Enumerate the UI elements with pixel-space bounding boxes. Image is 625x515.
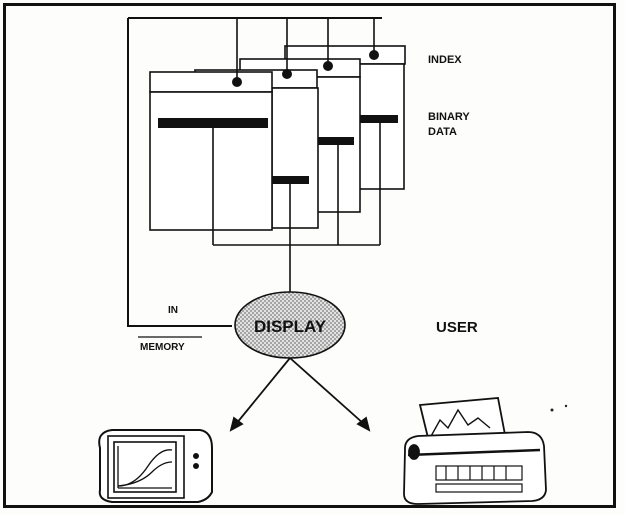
data-page-2: [272, 88, 318, 228]
index-label: INDEX: [428, 54, 462, 66]
page-stack: [150, 46, 405, 230]
in-label: IN: [168, 305, 178, 316]
data-bar-1: [158, 118, 268, 128]
output-arrows: [231, 358, 369, 430]
memory-label: MEMORY: [140, 342, 185, 353]
binary-label: BINARY: [428, 111, 470, 123]
data-bar-4: [360, 115, 398, 123]
printer-icon: [404, 398, 546, 504]
scan-specks: [551, 405, 568, 412]
monitor-icon: [99, 430, 212, 502]
data-bar-3: [316, 137, 354, 145]
data-label: DATA: [428, 126, 457, 138]
data-bar-2: [272, 176, 309, 184]
user-label: USER: [436, 319, 478, 336]
data-page-4: [358, 64, 404, 189]
data-page-1: [150, 92, 272, 230]
index-header-1: [150, 72, 272, 92]
display-label: DISPLAY: [254, 317, 327, 336]
